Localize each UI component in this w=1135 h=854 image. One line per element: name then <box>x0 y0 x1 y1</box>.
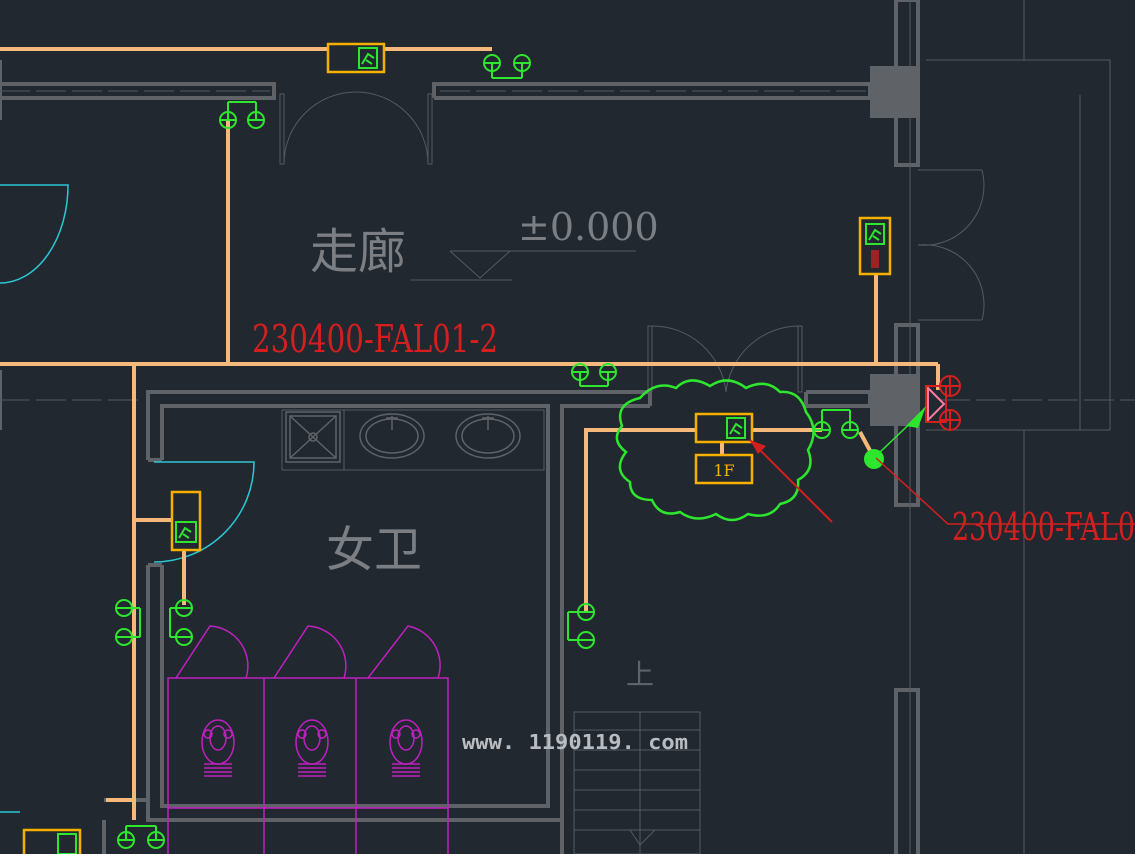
room-label-female-wc: 女卫 <box>326 522 422 578</box>
squat-toilet-icon <box>201 719 235 777</box>
column <box>870 66 918 118</box>
mop-sink-icon <box>285 411 341 463</box>
floor-tag-box <box>694 453 754 485</box>
wash-basin-icon <box>359 413 425 459</box>
exit-sign-icon[interactable] <box>170 490 202 552</box>
emergency-light-icon[interactable] <box>169 599 193 646</box>
watermark: www. 1190119. com <box>462 730 688 754</box>
emergency-light-icon[interactable] <box>813 409 859 439</box>
stair-up-label: 上 <box>626 658 654 691</box>
emergency-light-icon[interactable] <box>483 54 531 79</box>
cyan-doors <box>0 184 255 813</box>
circuit-label-main: 230400-FAL01-2 <box>252 317 498 361</box>
elevation-label: ±0.000 <box>518 205 659 249</box>
wash-basin-icon <box>455 413 521 459</box>
exit-sign-icon[interactable] <box>326 42 386 74</box>
distribution-box-icon[interactable] <box>925 375 961 431</box>
exit-sign-icon[interactable] <box>858 216 892 276</box>
emergency-light-icon[interactable] <box>115 599 141 646</box>
toilet-stalls <box>167 625 449 854</box>
arrow-head-icon <box>750 440 766 454</box>
emergency-light-icon[interactable] <box>571 363 617 387</box>
revision-cloud <box>615 379 815 522</box>
room-label-corridor: 走廊 <box>310 224 406 280</box>
squat-toilet-icon <box>295 719 329 777</box>
emergency-light-icon[interactable] <box>117 825 165 849</box>
arrow-head-icon <box>906 406 926 428</box>
floor-tag: 1F <box>713 461 734 480</box>
emergency-light-icon[interactable] <box>219 101 265 129</box>
emergency-light-icon[interactable] <box>567 603 595 649</box>
exit-sign-icon[interactable] <box>22 828 82 854</box>
leader-line <box>875 457 1135 525</box>
fire-alarm-wiring[interactable] <box>0 47 940 820</box>
exit-sign-icon[interactable] <box>694 412 754 444</box>
column <box>870 374 918 426</box>
circuit-label-branch: 230400-FAL0 <box>952 505 1135 549</box>
squat-toilet-icon <box>389 719 423 777</box>
leader-line <box>749 439 833 523</box>
